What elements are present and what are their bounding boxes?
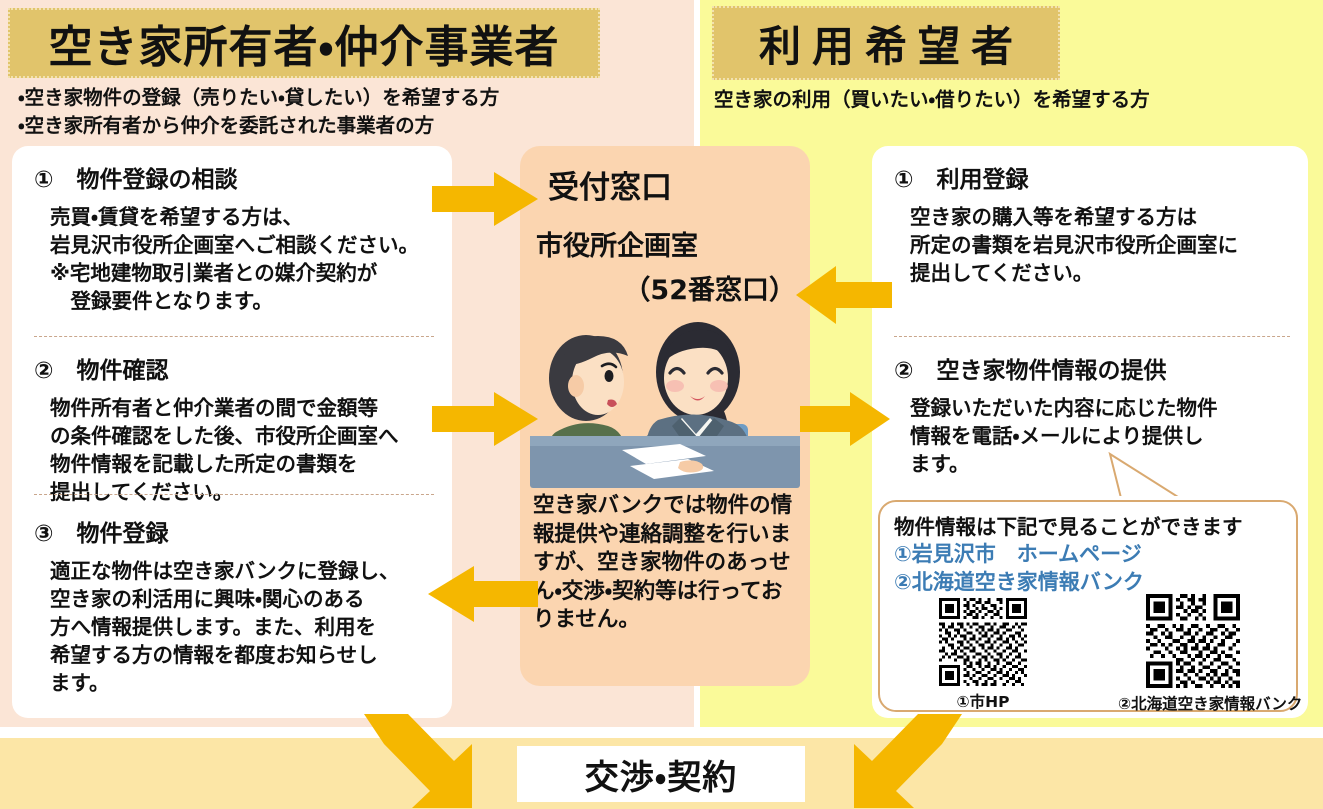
reception-window-number: （52番窓口） [623,275,796,306]
consultation-illustration [530,316,800,488]
qr-link-hokkaido-bank[interactable]: ②北海道空き家情報バンク [894,570,1144,594]
reception-note: 空き家バンクでは物件の情報提供や連絡調整を行いますが、空き家物件のあっせん・交渉… [533,493,793,633]
owner-step-3-title: ③ 物件登録 [34,521,169,547]
left-header-title: 空き家所有者・仲介事業者 [48,22,560,73]
right-header-subtitle: 空き家の利用（買いたい・借りたい）を希望する方 [714,88,1150,111]
owner-step-1-title: ① 物件登録の相談 [34,167,238,193]
arrow-left-to-center-top [432,172,538,226]
qr-caption-city-hp: ①市HP [956,693,1010,711]
speech-bubble-tail [1108,451,1190,508]
arrow-center-to-right [800,392,890,446]
user-step-2-body: 登録いただいた内容に応じた物件 情報を電話・メールにより提供し ます。 [910,396,1218,477]
qr-code-hokkaido-bank-icon[interactable] [1146,594,1240,688]
qr-caption-hokkaido-bank: ②北海道空き家情報バンク [1118,695,1303,713]
arrow-center-to-left [428,566,538,622]
left-header-band: 空き家所有者・仲介事業者 [8,8,600,78]
owner-step-2-title: ② 物件確認 [34,358,169,384]
owner-step-3-body: 適正な物件は空き家バンクに登録し、 空き家の利活用に興味・関心のある 方へ情報提… [50,559,400,696]
reception-office-name: 市役所企画室 [536,231,698,262]
qr-block-city-hp[interactable]: ①市HP [918,598,1048,712]
qr-code-city-hp-icon[interactable] [939,598,1027,686]
owner-step-2: ② 物件確認 物件所有者と仲介業者の間で金額等 の条件確認をした後、市役所企画室… [34,351,438,506]
user-step-1: ① 利用登録 空き家の購入等を希望する方は 所定の書類を岩見沢市役所企画室に 提… [894,160,1294,287]
reception-title: 受付窓口 [548,170,672,206]
owner-step-divider-1 [34,336,434,337]
arrow-bottom-right [840,714,980,808]
arrow-bottom-left [352,714,492,808]
arrow-left-to-center-middle [432,392,538,446]
reception-desk-panel: 受付窓口 市役所企画室 （52番窓口） [520,146,810,686]
owner-step-1-body: 売買・賃貸を希望する方は、 岩見沢市役所企画室へご相談ください。 ※宅地建物取引… [50,205,419,314]
right-header-title: 利用希望者 [758,21,1024,71]
user-step-2: ② 空き家物件情報の提供 登録いただいた内容に応じた物件 情報を電話・メールによ… [894,351,1294,478]
user-step-1-title: ① 利用登録 [894,167,1029,193]
user-step-1-body: 空き家の購入等を希望する方は 所定の書類を岩見沢市役所企画室に 提出してください… [910,205,1238,286]
bottom-banner-label: 交渉・契約 [517,746,805,802]
left-header-subtitle: ・空き家物件の登録（売りたい・貸したい）を希望する方 ・空き家所有者から仲介を委… [18,86,500,137]
right-header-band: 利用希望者 [712,6,1060,80]
owner-step-divider-2 [34,494,434,495]
qr-link-city-homepage[interactable]: ①岩見沢市 ホームページ [894,542,1142,566]
qr-block-hokkaido-bank[interactable]: ②北海道空き家情報バンク [1118,594,1303,714]
owner-steps-card: ① 物件登録の相談 売買・賃貸を希望する方は、 岩見沢市役所企画室へご相談くださ… [12,146,452,718]
qr-bubble-heading: 物件情報は下記で見ることができます [894,515,1243,539]
owner-step-3: ③ 物件登録 適正な物件は空き家バンクに登録し、 空き家の利活用に興味・関心のあ… [34,514,438,697]
owner-step-2-body: 物件所有者と仲介業者の間で金額等 の条件確認をした後、市役所企画室へ 物件情報を… [50,396,399,505]
owner-step-1: ① 物件登録の相談 売買・賃貸を希望する方は、 岩見沢市役所企画室へご相談くださ… [34,160,438,315]
arrow-right-to-center [796,266,892,324]
property-info-bubble: 物件情報は下記で見ることができます ①岩見沢市 ホームページ ②北海道空き家情報… [878,500,1303,714]
user-step-divider-1 [894,336,1290,337]
bottom-banner-text: 交渉・契約 [584,757,738,798]
user-step-2-title: ② 空き家物件情報の提供 [894,358,1167,384]
